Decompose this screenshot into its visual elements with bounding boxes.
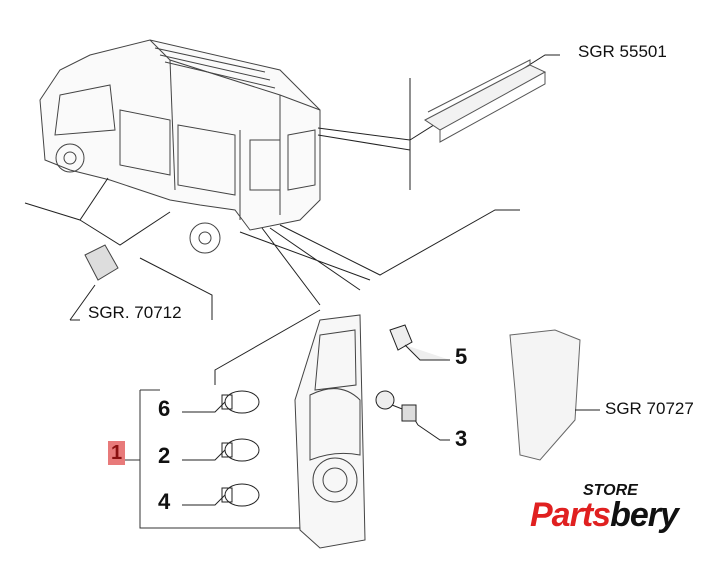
logo-brand-black: bery <box>610 496 679 534</box>
van-illustration <box>39 39 321 254</box>
clip-part <box>389 324 450 361</box>
logo-store-text: STORE <box>583 482 638 499</box>
third-brake-lamp <box>424 59 547 143</box>
callout-2: 2 <box>158 443 171 468</box>
callout-4: 4 <box>158 489 171 514</box>
part-label-sgr-70712: SGR. 70712 <box>88 303 182 322</box>
side-repeater-lamp <box>509 329 581 461</box>
socket-part <box>375 390 450 441</box>
callout-1-highlighted: 1 <box>108 441 125 465</box>
logo-brand-red: Parts <box>530 496 611 534</box>
partsbery-logo: STORE Partsbery <box>528 480 708 540</box>
callout-3: 3 <box>455 426 468 451</box>
side-marker-lamp <box>84 244 119 281</box>
callout-6: 6 <box>158 396 171 421</box>
logo-brand: Partsbery <box>530 496 679 535</box>
part-label-sgr-70727: SGR 70727 <box>605 399 694 418</box>
tail-lamp-assembly <box>294 314 366 549</box>
part-label-sgr-55501: SGR 55501 <box>578 42 667 61</box>
callout-5: 5 <box>455 344 468 369</box>
bulbs <box>182 390 260 507</box>
